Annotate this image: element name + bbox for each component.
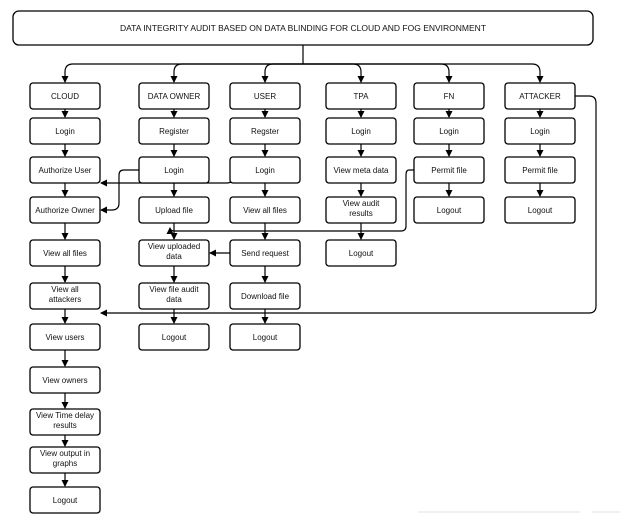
tpa-logout-node: Logout — [325, 239, 397, 267]
header-cloud: CLOUD — [29, 82, 101, 110]
owner-upload-file-node: Upload file — [138, 196, 210, 224]
attacker-permit-file-node-label: Permit file — [522, 166, 558, 175]
title-text: DATA INTEGRITY AUDIT BASED ON DATA BLIND… — [120, 23, 486, 33]
cloud-view-users-node-label: View users — [46, 333, 85, 342]
user-logout-node: Logout — [229, 323, 301, 351]
header-tpa-label: TPA — [354, 92, 370, 101]
owner-login-node-label: Login — [164, 166, 184, 175]
title-to-tpa-connector — [303, 63, 365, 83]
header-owner: DATA OWNER — [138, 82, 210, 110]
user-login-node: Login — [229, 156, 301, 184]
cloud-logout-node-label: Logout — [53, 496, 78, 505]
fn-permit-file-node: Permit file — [413, 156, 485, 184]
header-fn-label: FN — [444, 92, 455, 101]
tpa-view-meta-data-node: View meta data — [325, 156, 397, 184]
cloud-authorize-user-node: Authorize User — [29, 156, 101, 184]
cloud-login-node-label: Login — [55, 127, 75, 136]
user-send-request-node-label: Send request — [241, 249, 289, 258]
attacker-permit-file-node: Permit file — [504, 156, 576, 184]
fn-login-node-label: Login — [439, 127, 459, 136]
connectors — [61, 45, 597, 487]
owner-upload-file-node-label: Upload file — [155, 206, 193, 215]
title-to-cloud-connector — [61, 63, 303, 83]
header-fn: FN — [413, 82, 485, 110]
user-send-request-node: Send request — [229, 239, 301, 267]
user-view-all-files-node-label: View all files — [243, 206, 287, 215]
title-to-user-connector — [261, 63, 303, 83]
owner-login-node: Login — [138, 156, 210, 184]
fn-logout-node: Logout — [413, 196, 485, 224]
cloud-view-all-files-node: View all files — [29, 239, 101, 267]
cloud-login-node: Login — [29, 117, 101, 145]
cloud-authorize-owner-node-label: Authorize Owner — [35, 206, 95, 215]
owner-logout-node-label: Logout — [162, 333, 187, 342]
cloud-authorize-user-node-label: Authorize User — [39, 166, 92, 175]
attacker-to-view-all-attackers — [100, 95, 597, 317]
tpa-view-meta-data-node-label: View meta data — [334, 166, 390, 175]
attacker-login-node: Login — [504, 117, 576, 145]
title-to-owner-connector — [170, 63, 303, 83]
title-to-fn-connector — [303, 63, 453, 83]
owner-logout-node: Logout — [138, 323, 210, 351]
tpa-logout-node-label: Logout — [349, 249, 374, 258]
user-regster-node: Regster — [229, 117, 301, 145]
cloud-logout-node: Logout — [29, 486, 101, 514]
cloud-view-users-node: View users — [29, 323, 101, 351]
header-attacker-label: ATTACKER — [519, 92, 561, 101]
tpa-login-node: Login — [325, 117, 397, 145]
fn-permit-to-uploaded-data — [166, 169, 414, 235]
user-view-all-files-node: View all files — [229, 196, 301, 224]
fn-logout-node-label: Logout — [437, 206, 462, 215]
header-tpa: TPA — [325, 82, 397, 110]
fn-login-node: Login — [413, 117, 485, 145]
attacker-logout-node: Logout — [504, 196, 576, 224]
user-download-file-node-label: Download file — [241, 292, 290, 301]
cloud-authorize-owner-node: Authorize Owner — [29, 196, 101, 224]
cloud-view-owners-node: View owners — [29, 366, 101, 394]
fn-permit-file-node-label: Permit file — [431, 166, 467, 175]
header-cloud-label: CLOUD — [51, 92, 79, 101]
header-owner-label: DATA OWNER — [148, 92, 201, 101]
title-to-attacker-connector — [303, 63, 544, 83]
attacker-logout-node-label: Logout — [528, 206, 553, 215]
cloud-view-owners-node-label: View owners — [42, 376, 87, 385]
owner-login-to-authorize-owner — [100, 169, 139, 214]
header-user-label: USER — [254, 92, 276, 101]
header-user: USER — [229, 82, 301, 110]
owner-register-node: Register — [138, 117, 210, 145]
header-attacker: ATTACKER — [504, 82, 576, 110]
tpa-login-node-label: Login — [351, 127, 371, 136]
attacker-login-node-label: Login — [530, 127, 550, 136]
user-logout-node-label: Logout — [253, 333, 278, 342]
title-node: DATA INTEGRITY AUDIT BASED ON DATA BLIND… — [12, 10, 594, 46]
cloud-view-all-files-node-label: View all files — [43, 249, 87, 258]
user-login-node-label: Login — [255, 166, 275, 175]
user-download-file-node: Download file — [229, 282, 301, 310]
owner-register-node-label: Register — [159, 127, 189, 136]
user-regster-node-label: Regster — [251, 127, 279, 136]
